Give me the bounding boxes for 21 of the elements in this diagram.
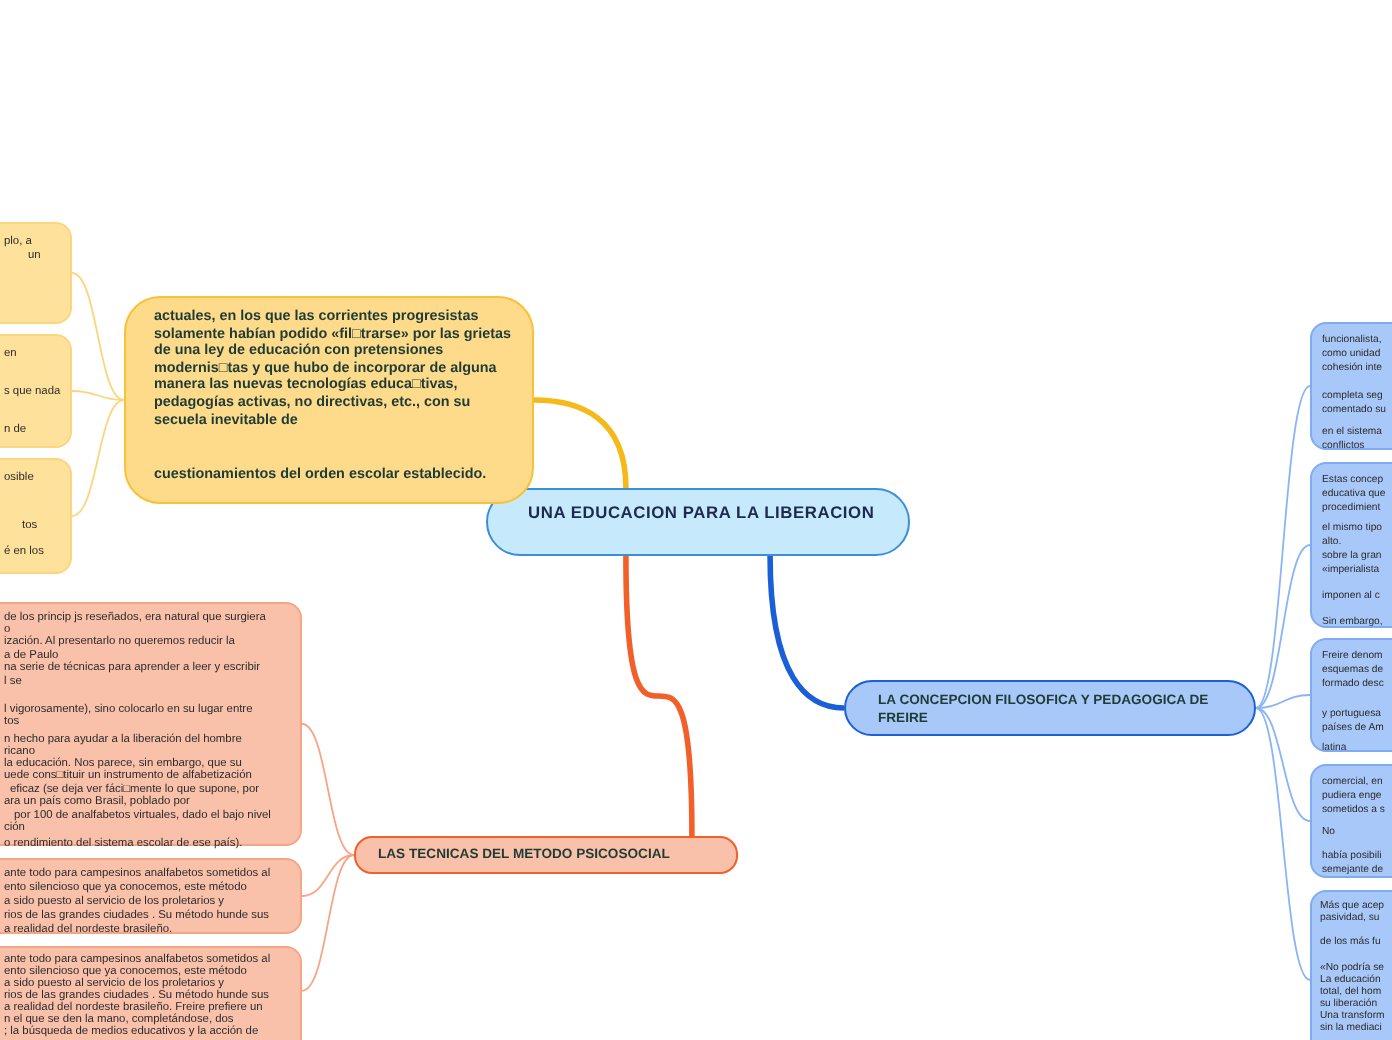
- topic-box: [354, 836, 738, 874]
- topic-title: UNA EDUCACION PARA LA LIBERACION: [528, 502, 877, 524]
- connector-line: [1255, 544, 1311, 709]
- connector-line: [1255, 707, 1311, 981]
- connector-line: [1255, 707, 1311, 822]
- connector-line: [1255, 385, 1311, 709]
- note-box: [0, 858, 302, 934]
- connector-line: [301, 854, 355, 992]
- connector-line: [71, 399, 125, 517]
- note-box: [0, 602, 302, 846]
- connector-line: [533, 397, 629, 489]
- connector-line: [71, 390, 125, 401]
- connector-line: [1255, 694, 1311, 709]
- connector-line: [767, 555, 845, 711]
- central-topic: [486, 488, 910, 556]
- connector-line: [71, 272, 125, 401]
- connector-line: [301, 854, 355, 897]
- connector-line: [623, 555, 695, 837]
- topic-box: [844, 680, 1256, 736]
- connector-line: [301, 723, 355, 856]
- topic-box: [124, 296, 534, 504]
